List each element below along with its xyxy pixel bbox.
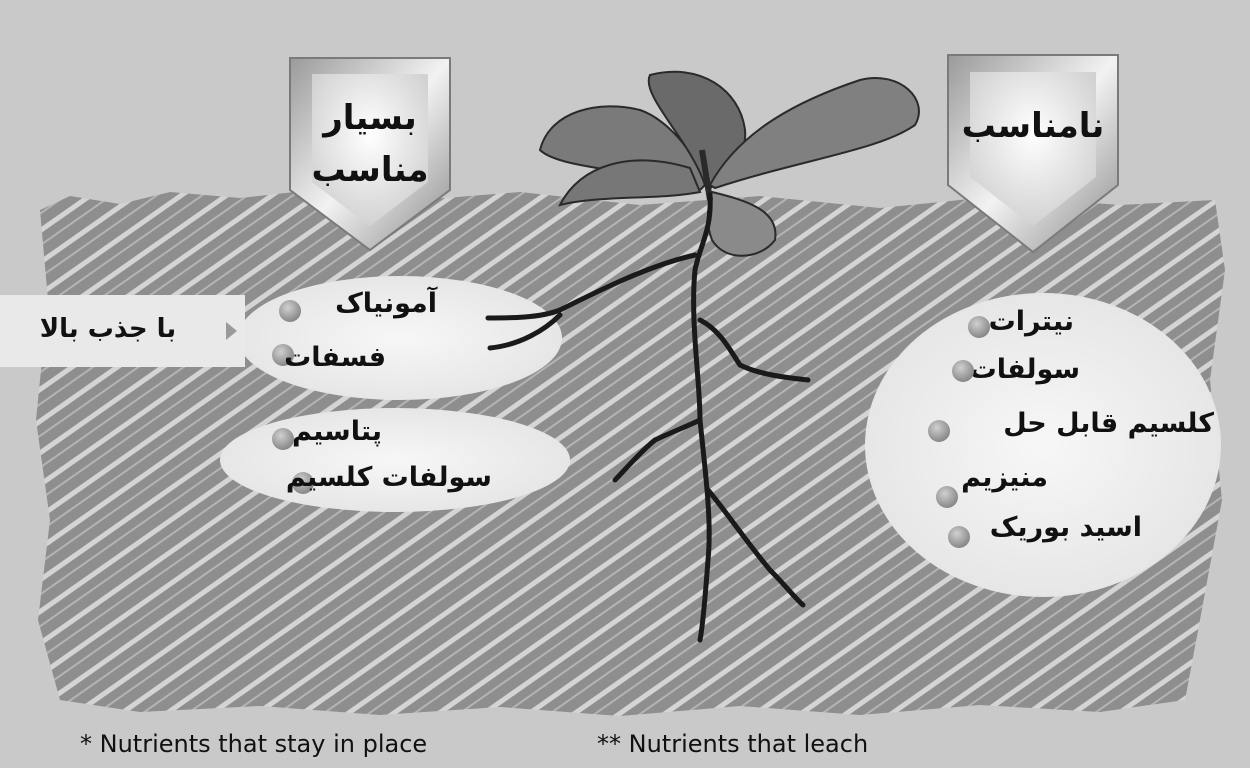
footnote-leach: ** Nutrients that leach (597, 730, 868, 758)
bullet-dot (936, 486, 958, 508)
nutrient-boric-acid: اسید بوریک (990, 512, 1142, 543)
arrow-right-icon (226, 322, 237, 340)
high-uptake-label: با جذب بالا (8, 314, 208, 344)
unsuitable-ellipse (865, 293, 1221, 597)
bullet-dot (948, 526, 970, 548)
nutrient-calcium-sulfate: سولفات کلسیم (286, 462, 492, 493)
unsuitable-label: نامناسب (958, 100, 1108, 152)
nutrient-sulfate: سولفات (970, 354, 1080, 385)
nutrient-ammonia: آمونیاک (335, 288, 437, 319)
nutrient-phosphate: فسفات (284, 342, 386, 373)
other-nutrients-ellipse (220, 408, 570, 512)
nutrient-potassium: پتاسیم (292, 416, 382, 447)
bullet-dot (968, 316, 990, 338)
highly-suitable-label: بسیار مناسب (300, 92, 440, 196)
bullet-dot (272, 428, 294, 450)
nutrient-soluble-calcium: کلسیم قابل حل (1003, 408, 1214, 439)
bullet-dot (952, 360, 974, 382)
footnote-stay-in-place: * Nutrients that stay in place (80, 730, 427, 758)
nutrient-magnesium: منیزیم (961, 462, 1048, 493)
nutrient-nitrate: نیترات (989, 306, 1074, 337)
bullet-dot (279, 300, 301, 322)
bullet-dot (928, 420, 950, 442)
